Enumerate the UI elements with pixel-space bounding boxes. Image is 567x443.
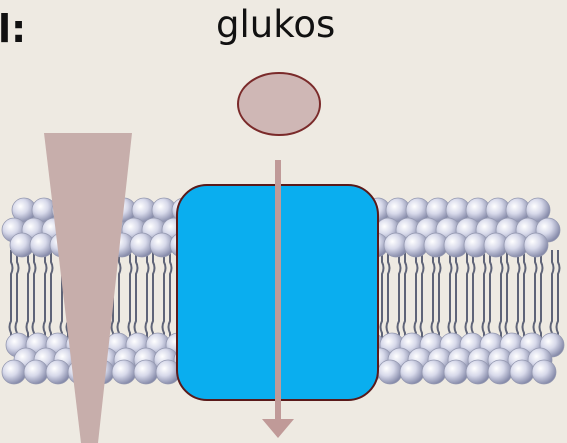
glucose-molecule [238, 73, 320, 135]
phospholipid-head [532, 360, 556, 384]
phospholipid-head [2, 360, 26, 384]
phospholipid-head [444, 360, 468, 384]
phospholipid-head [524, 233, 548, 257]
phospholipid-head [46, 360, 70, 384]
phospholipid-head [134, 360, 158, 384]
phospholipid-head [466, 360, 490, 384]
phospholipid-head [378, 360, 402, 384]
phospholipid-head [24, 360, 48, 384]
phospholipid-head [510, 360, 534, 384]
phospholipid-head [488, 360, 512, 384]
phospholipid-head [112, 360, 136, 384]
phospholipid-head [400, 360, 424, 384]
phospholipid-head [422, 360, 446, 384]
